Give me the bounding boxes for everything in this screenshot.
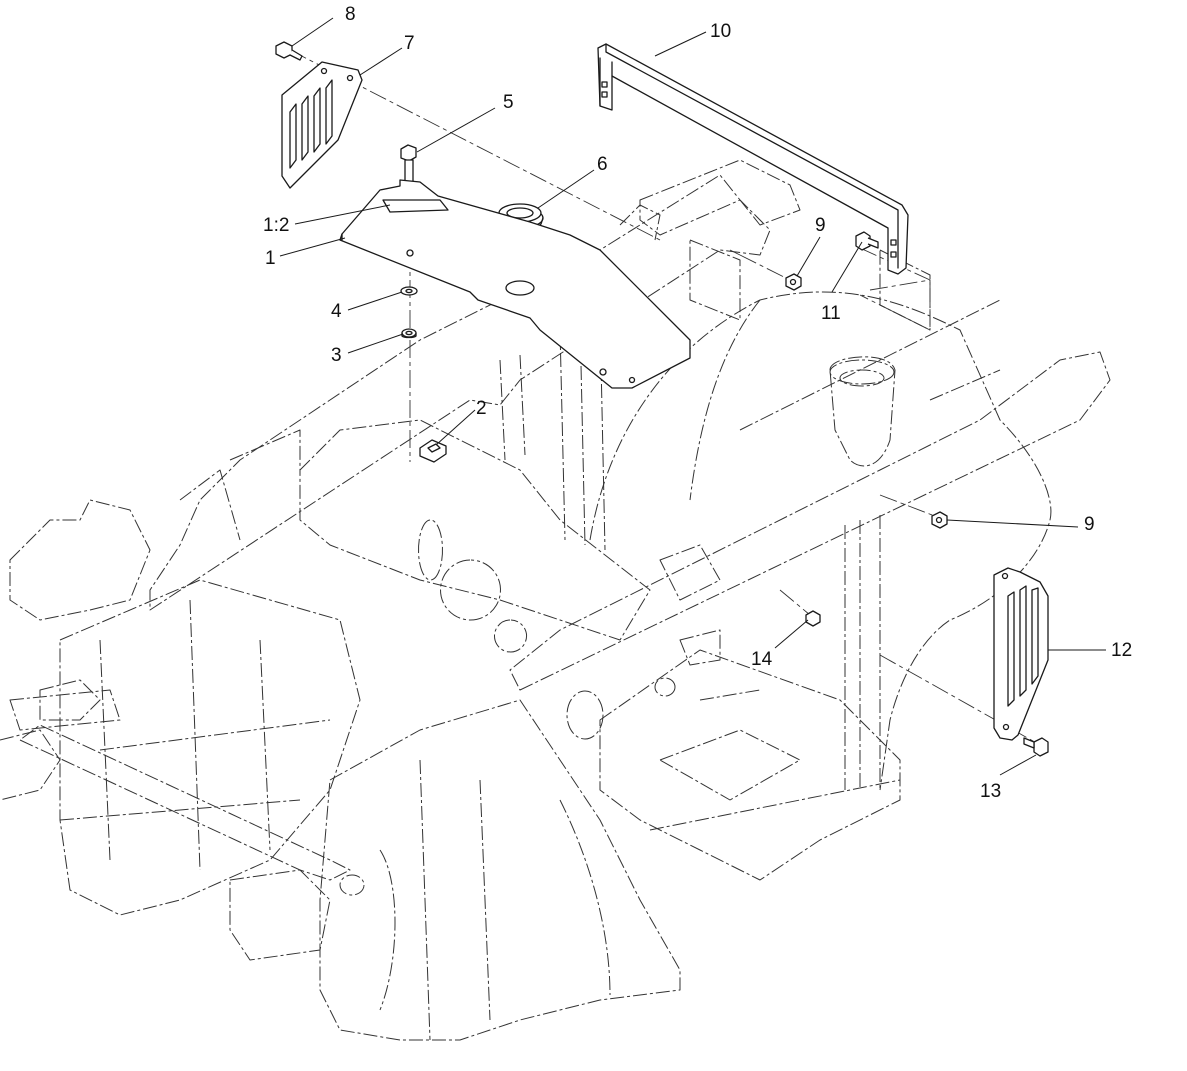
frame-left-rail bbox=[149, 174, 771, 611]
callout-3: 3 bbox=[331, 345, 342, 366]
callout-12: 12 bbox=[1111, 640, 1132, 661]
callout-8: 8 bbox=[345, 4, 356, 25]
callout-1: 1 bbox=[265, 248, 276, 269]
part-9-nut-lower bbox=[931, 511, 948, 529]
part-4-washer bbox=[400, 286, 418, 296]
frame-leg-right bbox=[844, 515, 881, 790]
part-14-nut bbox=[805, 610, 821, 627]
leader-8 bbox=[291, 17, 334, 47]
leader-5 bbox=[416, 107, 496, 153]
callout-7: 7 bbox=[404, 33, 415, 54]
part-12-side-plate bbox=[993, 567, 1049, 741]
callout-1-2: 1:2 bbox=[263, 215, 289, 236]
leader-1-2 bbox=[294, 204, 391, 225]
callout-6: 6 bbox=[597, 154, 608, 175]
frame-front-housing bbox=[319, 699, 681, 1041]
axis-bracket-10 bbox=[729, 249, 931, 331]
leader-2 bbox=[435, 409, 476, 446]
frame-rear-crossmember bbox=[639, 159, 801, 236]
part-9-nut-upper bbox=[785, 273, 802, 291]
frame-right-rail bbox=[509, 351, 1111, 691]
callout-2: 2 bbox=[476, 398, 487, 419]
frame-front-box bbox=[59, 579, 361, 916]
callout-13: 13 bbox=[980, 781, 1001, 802]
frame-leg-center bbox=[559, 314, 606, 551]
frame-left-bracket bbox=[9, 499, 151, 621]
leader-10 bbox=[654, 31, 707, 57]
leader-4 bbox=[347, 291, 403, 311]
callout-5: 5 bbox=[503, 92, 514, 113]
callout-9-lower: 9 bbox=[1084, 514, 1095, 535]
leader-lines bbox=[279, 17, 1106, 776]
frame-lower-pan bbox=[599, 649, 901, 881]
callout-14: 14 bbox=[751, 649, 773, 670]
leader-11 bbox=[831, 241, 863, 293]
leader-3 bbox=[347, 333, 404, 354]
frame-front-bar bbox=[19, 724, 351, 881]
phantom-frame bbox=[0, 159, 1111, 1041]
part-13-bolt bbox=[1023, 737, 1049, 757]
part-1-cover-plate bbox=[339, 179, 691, 389]
part-7-vent-plate bbox=[281, 61, 363, 189]
leader-6 bbox=[537, 169, 595, 209]
callout-labels: 8 7 10 5 6 1:2 1 9 11 4 3 2 9 12 14 13 bbox=[263, 4, 1132, 802]
frame-center-plate bbox=[299, 419, 651, 641]
part-8-bolt bbox=[275, 41, 303, 61]
frame-fender bbox=[589, 291, 1052, 791]
leader-7 bbox=[359, 47, 403, 76]
callout-10: 10 bbox=[710, 21, 731, 42]
part-2-clip-nut bbox=[419, 439, 447, 463]
leader-1 bbox=[279, 237, 346, 257]
callout-4: 4 bbox=[331, 301, 342, 322]
callout-9-upper: 9 bbox=[815, 215, 826, 236]
callout-11: 11 bbox=[821, 303, 841, 324]
part-5-bolt bbox=[400, 144, 417, 183]
leader-9-lower bbox=[946, 519, 1079, 528]
leader-14 bbox=[774, 619, 809, 649]
leader-13 bbox=[999, 754, 1037, 776]
frame-tank-neck bbox=[829, 356, 896, 467]
axis-nut-9b bbox=[879, 494, 941, 519]
part-3-lock-washer bbox=[401, 328, 417, 339]
leader-9-upper bbox=[796, 236, 821, 277]
part-10-rear-bracket bbox=[597, 43, 909, 275]
axis-nut-14 bbox=[779, 589, 811, 616]
